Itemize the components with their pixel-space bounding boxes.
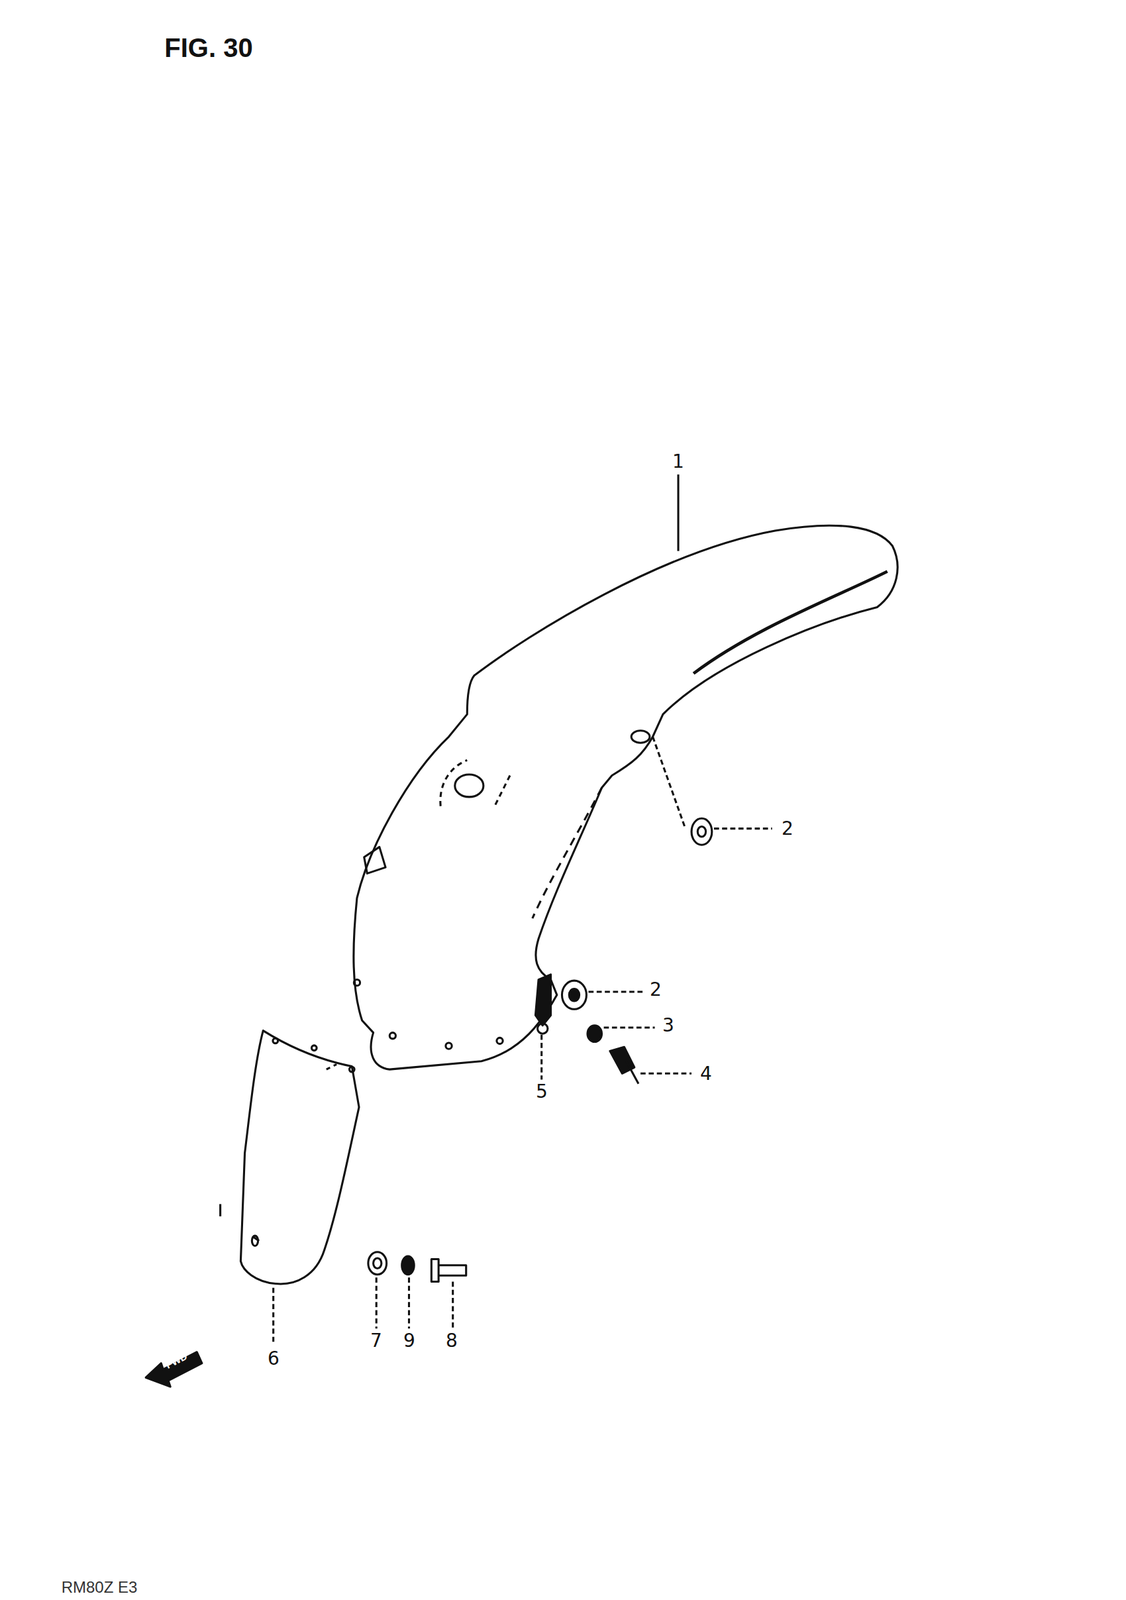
callout-number: 4 xyxy=(700,1064,713,1083)
figure-title: FIG. 30 xyxy=(164,34,253,61)
callout-number: 9 xyxy=(403,1331,416,1350)
callout-number: 6 xyxy=(267,1349,280,1368)
callout-number: 8 xyxy=(445,1331,458,1350)
callout-number: 3 xyxy=(662,1016,675,1035)
callout-number: 1 xyxy=(672,452,685,471)
mud-flap xyxy=(240,1030,359,1284)
callout-number: 2 xyxy=(649,980,662,999)
callout-number: 7 xyxy=(370,1331,383,1350)
callout-number: 2 xyxy=(781,819,794,838)
front-fender xyxy=(353,525,898,1070)
model-code: RM80Z E3 xyxy=(61,1579,138,1595)
callout-number: 5 xyxy=(535,1082,548,1101)
